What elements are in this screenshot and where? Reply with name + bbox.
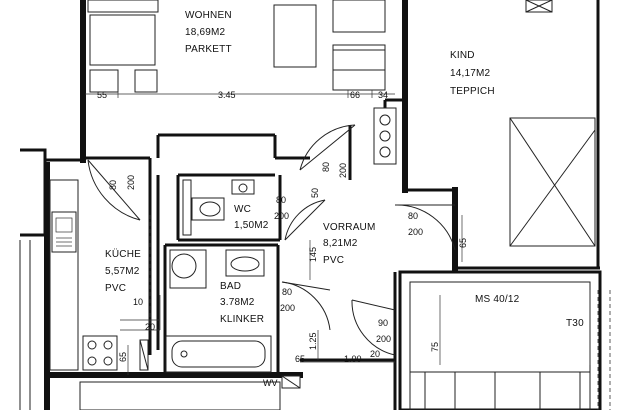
kind-name: KIND [450, 50, 475, 61]
dim-75: 75 [430, 342, 440, 352]
dim-65-bottom: 65 [295, 354, 305, 364]
dim-80-wc: 80 [276, 195, 286, 205]
wc-area: 1,50M2 [234, 220, 269, 231]
dim-80-kind: 80 [408, 211, 418, 221]
kueche-area: 5,57M2 [105, 266, 140, 277]
kueche-name: KÜCHE [105, 248, 141, 260]
wc-name: WC [234, 204, 251, 215]
dim-10: 10 [133, 297, 143, 307]
bad-name: BAD [220, 281, 241, 292]
stair-treads [410, 290, 611, 410]
furniture-kueche [49, 179, 149, 371]
dim-200-kind: 200 [408, 227, 423, 237]
dim-200-wc: 200 [274, 211, 289, 221]
dimension-labels: 55 3.45 66 34 80 200 80 200 80 200 50 80… [97, 90, 468, 364]
wohnen-floor: PARKETT [185, 44, 232, 55]
stair-label: MS 40/12 [475, 294, 520, 305]
wohnen-name: WOHNEN [185, 10, 232, 21]
kind-floor: TEPPICH [450, 86, 495, 97]
bad-floor: KLINKER [220, 314, 264, 325]
t30-tag: T30 [566, 318, 584, 329]
wv-tag: WV [263, 378, 278, 388]
dim-80-bad: 80 [282, 287, 292, 297]
dim-65-kueche: 65 [118, 352, 128, 362]
walls [19, 0, 602, 410]
dimension-lines [85, 90, 591, 375]
furniture-bad [165, 249, 272, 373]
dim-50: 50 [310, 188, 320, 198]
furniture-wohnen [87, 0, 397, 165]
dim-345: 3.45 [218, 90, 236, 100]
furniture-kind [509, 0, 596, 247]
dim-200-bad: 200 [280, 303, 295, 313]
bad-area: 3.78M2 [220, 297, 255, 308]
dim-80-right: 80 [321, 162, 331, 172]
dim-20: 20 [145, 322, 155, 332]
lower-block [79, 375, 301, 410]
kueche-floor: PVC [105, 283, 126, 294]
dim-65-kind: 65 [458, 238, 468, 248]
vorraum-area: 8,21M2 [323, 238, 358, 249]
dim-90: 90 [378, 318, 388, 328]
room-labels: WOHNEN 18,69M2 PARKETT KIND 14,17M2 TEPP… [105, 10, 584, 388]
kind-area: 14,17M2 [450, 68, 491, 79]
dim-55: 55 [97, 90, 107, 100]
dim-200-right: 200 [338, 163, 348, 178]
doors [87, 124, 456, 356]
dim-34: 34 [378, 90, 388, 100]
dim-100: 1.00 [344, 354, 362, 364]
vorraum-floor: PVC [323, 255, 344, 266]
vorraum-name: VORRAUM [323, 222, 376, 233]
dim-125: 1.25 [308, 332, 318, 350]
furniture-wc [182, 179, 255, 236]
dim-145: 145 [308, 247, 318, 262]
wohnen-area: 18,69M2 [185, 27, 226, 38]
dim-20-bottom: 20 [370, 349, 380, 359]
dim-200-left: 200 [126, 175, 136, 190]
dim-80-left: 80 [108, 180, 118, 190]
dim-200-stair: 200 [376, 334, 391, 344]
dim-66: 66 [350, 90, 360, 100]
